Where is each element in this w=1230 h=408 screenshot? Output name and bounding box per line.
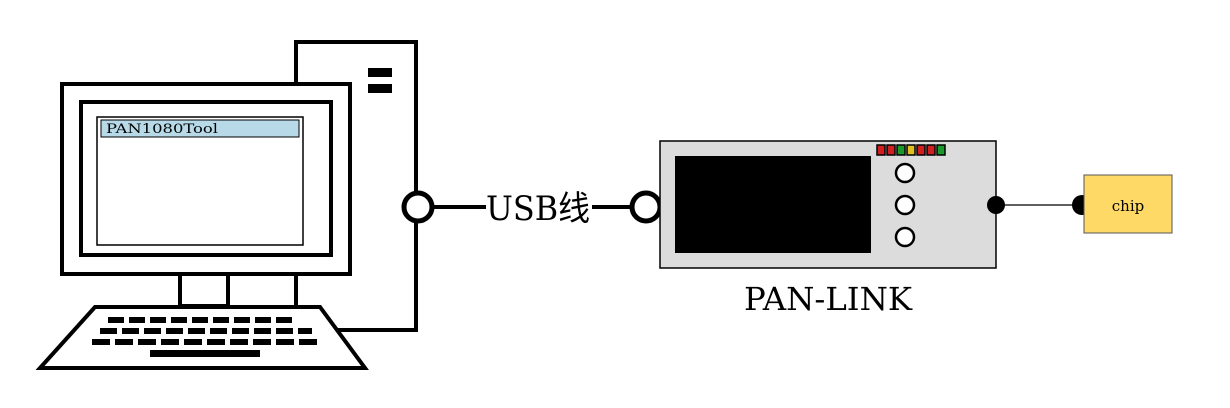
panlink-screen xyxy=(675,156,871,253)
app-window-title: PAN1080Tool xyxy=(106,122,218,137)
panlink-label: PAN-LINK xyxy=(744,280,913,318)
chip-label: chip xyxy=(1112,197,1144,215)
status-led xyxy=(906,144,916,156)
usb-cable-label: USB线 xyxy=(486,189,590,229)
monitor-stand xyxy=(178,272,230,308)
panlink-button-3 xyxy=(894,226,916,248)
status-led xyxy=(886,144,896,156)
panlink-device: PAN-LINK xyxy=(659,140,1005,318)
status-led xyxy=(896,144,906,156)
panlink-button-2 xyxy=(894,194,916,216)
status-leds xyxy=(876,144,946,156)
panlink-usb-port xyxy=(629,190,663,224)
chip-connection xyxy=(996,195,1092,215)
pc-usb-port xyxy=(401,190,435,224)
status-led xyxy=(916,144,926,156)
status-led xyxy=(876,144,886,156)
chip-box: chip xyxy=(1083,174,1173,234)
keyboard xyxy=(35,305,369,370)
monitor: PAN1080Tool xyxy=(60,82,352,276)
status-led xyxy=(926,144,936,156)
status-led xyxy=(936,144,946,156)
panlink-button-1 xyxy=(894,162,916,184)
usb-cable: USB线 xyxy=(401,189,663,229)
